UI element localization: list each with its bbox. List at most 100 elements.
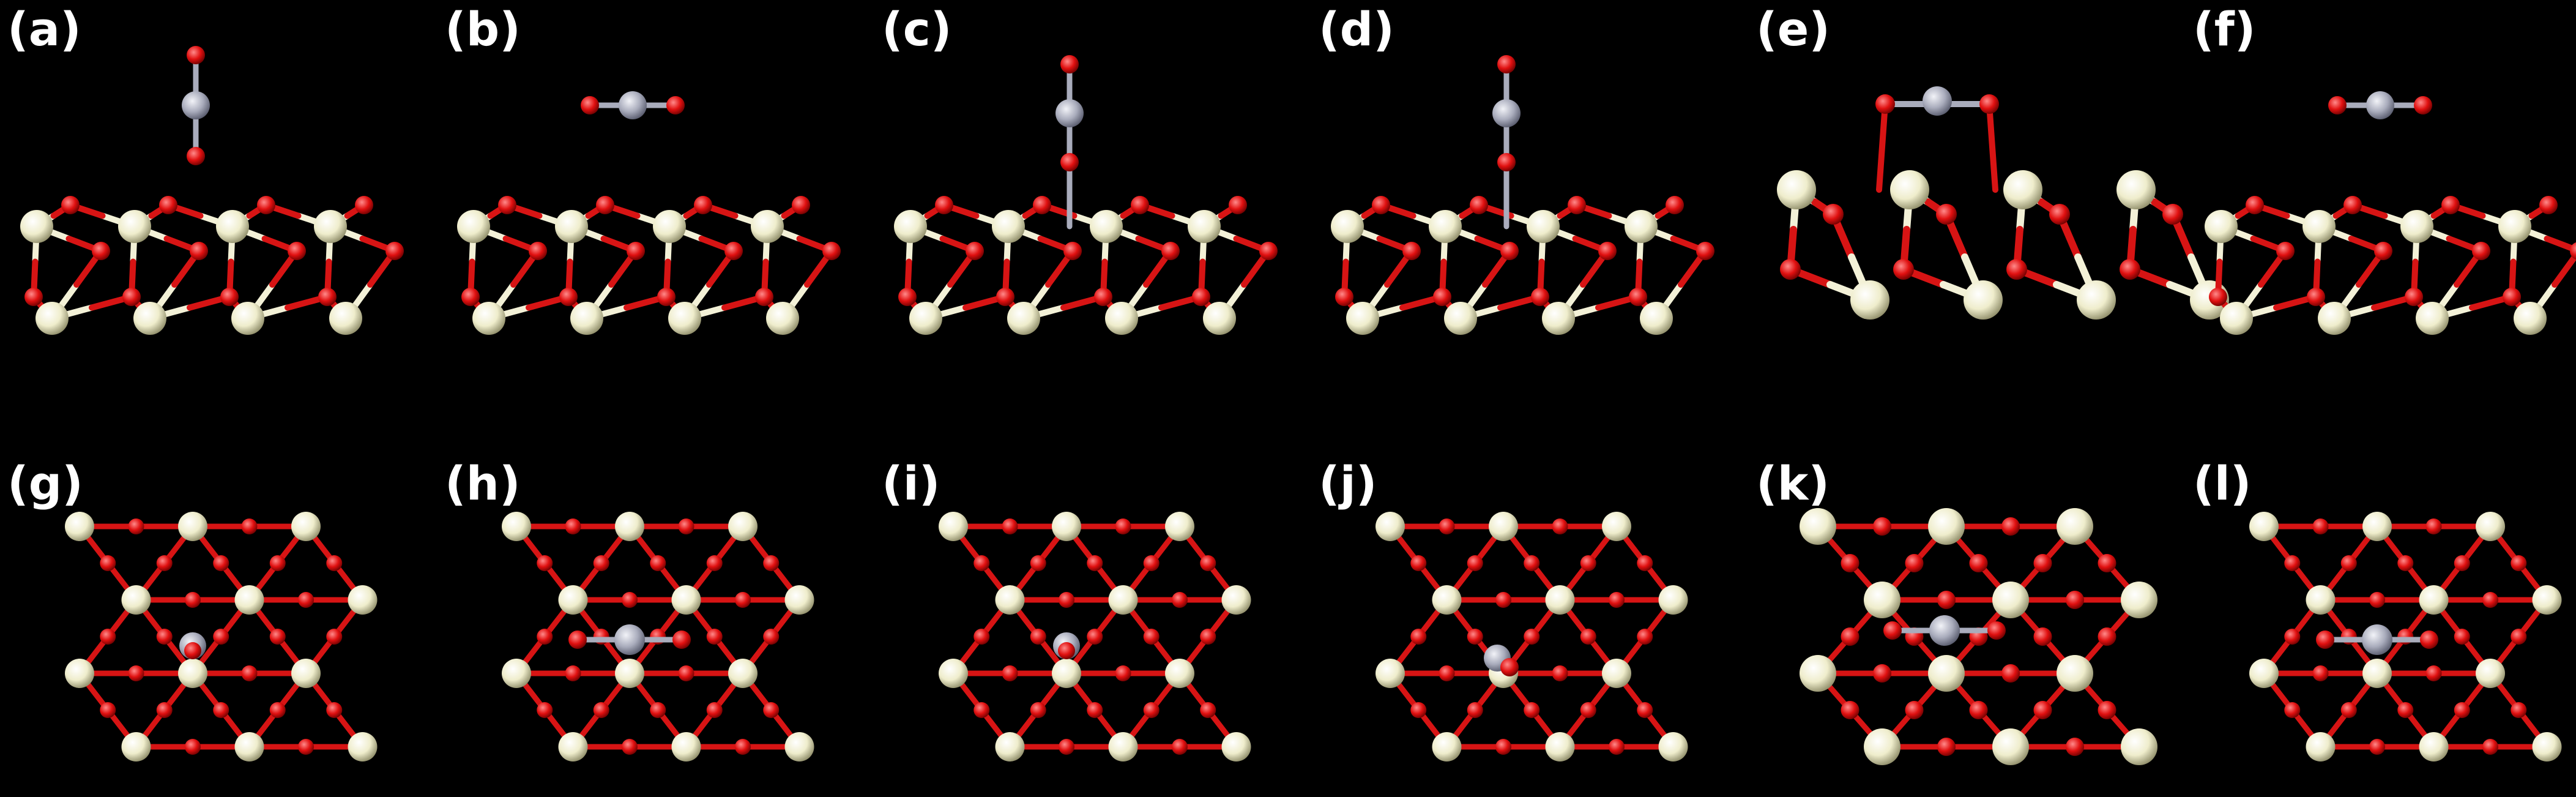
oxygen-atom <box>1580 629 1596 645</box>
panel-j-structure <box>1375 512 1688 761</box>
oxygen-atom <box>2397 702 2414 718</box>
oxygen-atom <box>1580 702 1596 718</box>
metal-atom <box>992 210 1025 243</box>
oxygen-atom <box>2098 701 2116 719</box>
adsorbate-metal-atom <box>619 91 647 119</box>
oxygen-atom <box>1058 642 1075 659</box>
oxygen-atom <box>973 555 990 571</box>
oxygen-atom <box>1873 517 1891 536</box>
oxygen-atom <box>2454 555 2470 571</box>
metal-atom <box>558 585 588 615</box>
metal-atom <box>1640 302 1673 335</box>
metal-atom <box>472 302 505 335</box>
oxygen-atom <box>2098 627 2116 646</box>
metal-atom <box>2514 302 2547 335</box>
oxygen-atom <box>1893 259 1914 280</box>
oxygen-atom <box>2276 242 2295 260</box>
metal-atom <box>668 302 701 335</box>
oxygen-atom <box>159 196 177 214</box>
panel-h-structure <box>502 512 814 761</box>
oxygen-atom <box>2511 555 2527 571</box>
panel-label-b: (b) <box>445 2 521 56</box>
oxygen-atom <box>2425 665 2442 681</box>
metal-atom <box>2476 659 2505 688</box>
panel-label-k: (k) <box>1756 456 1830 511</box>
metal-atom <box>1890 170 1929 209</box>
oxygen-atom <box>1500 658 1519 676</box>
panel-e-structure <box>1777 86 2229 320</box>
oxygen-atom <box>1467 629 1483 645</box>
oxygen-atom <box>1467 702 1483 718</box>
metal-atom <box>20 210 53 243</box>
metal-atom <box>234 732 264 761</box>
oxygen-atom <box>678 518 694 534</box>
oxygen-atom <box>2066 738 2084 756</box>
metal-atom <box>1108 585 1138 615</box>
metal-atom <box>995 732 1025 761</box>
metal-atom <box>2249 659 2279 688</box>
oxygen-atom <box>1335 288 1353 306</box>
oxygen-atom <box>1172 739 1188 755</box>
oxygen-atom <box>213 629 229 645</box>
metal-atom <box>1992 582 2029 618</box>
panel-i-structure <box>939 512 1251 761</box>
metal-atom <box>2416 302 2449 335</box>
oxygen-atom <box>1002 665 1018 681</box>
oxygen-atom <box>2328 96 2347 114</box>
metal-atom <box>1992 728 2029 765</box>
oxygen-atom <box>2006 259 2027 280</box>
bond <box>1876 101 1888 193</box>
oxygen-atom <box>2049 204 2070 225</box>
oxygen-atom <box>2405 288 2423 306</box>
oxygen-atom <box>61 196 80 214</box>
oxygen-atom <box>355 196 373 214</box>
metal-atom <box>1052 512 1081 541</box>
oxygen-atom <box>966 242 984 260</box>
oxygen-atom <box>1410 555 1427 571</box>
oxygen-atom <box>559 288 578 306</box>
oxygen-atom <box>2369 592 2385 608</box>
metal-atom <box>2362 659 2392 688</box>
oxygen-atom <box>1841 627 1859 646</box>
panel-c-structure <box>894 55 1278 335</box>
oxygen-atom <box>1969 701 1988 719</box>
oxygen-atom <box>326 629 343 645</box>
metal-atom <box>2121 728 2157 765</box>
metal-atom <box>314 210 347 243</box>
metal-atom <box>1105 302 1138 335</box>
oxygen-atom <box>596 196 614 214</box>
metal-atom <box>1444 302 1477 335</box>
oxygen-atom <box>650 555 666 571</box>
oxygen-atom <box>1060 153 1079 171</box>
oxygen-atom <box>269 702 286 718</box>
oxygen-atom <box>1979 94 1999 114</box>
adsorbate-metal-atom <box>1929 615 1960 646</box>
oxygen-atom <box>996 288 1014 306</box>
oxygen-atom <box>1609 739 1625 755</box>
metal-atom <box>1928 655 1965 692</box>
oxygen-atom <box>1875 94 1895 114</box>
oxygen-atom <box>627 242 645 260</box>
oxygen-atom <box>269 629 286 645</box>
oxygen-atom <box>2284 629 2301 645</box>
oxygen-atom <box>1552 665 1568 681</box>
metal-atom <box>457 210 490 243</box>
metal-atom <box>728 659 758 688</box>
metal-atom <box>615 659 644 688</box>
oxygen-atom <box>706 555 723 571</box>
oxygen-atom <box>1637 629 1653 645</box>
metal-atom <box>133 302 166 335</box>
oxygen-atom <box>1402 242 1421 260</box>
oxygen-atom <box>498 196 516 214</box>
oxygen-atom <box>2066 591 2084 609</box>
metal-atom <box>894 210 927 243</box>
oxygen-atom <box>1372 196 1390 214</box>
oxygen-atom <box>2284 555 2301 571</box>
metal-atom <box>1602 512 1631 541</box>
oxygen-atom <box>1087 629 1103 645</box>
oxygen-atom <box>1200 555 1216 571</box>
oxygen-atom <box>187 147 205 165</box>
oxygen-atom <box>269 555 286 571</box>
oxygen-atom <box>156 555 173 571</box>
metal-atom <box>1165 659 1194 688</box>
